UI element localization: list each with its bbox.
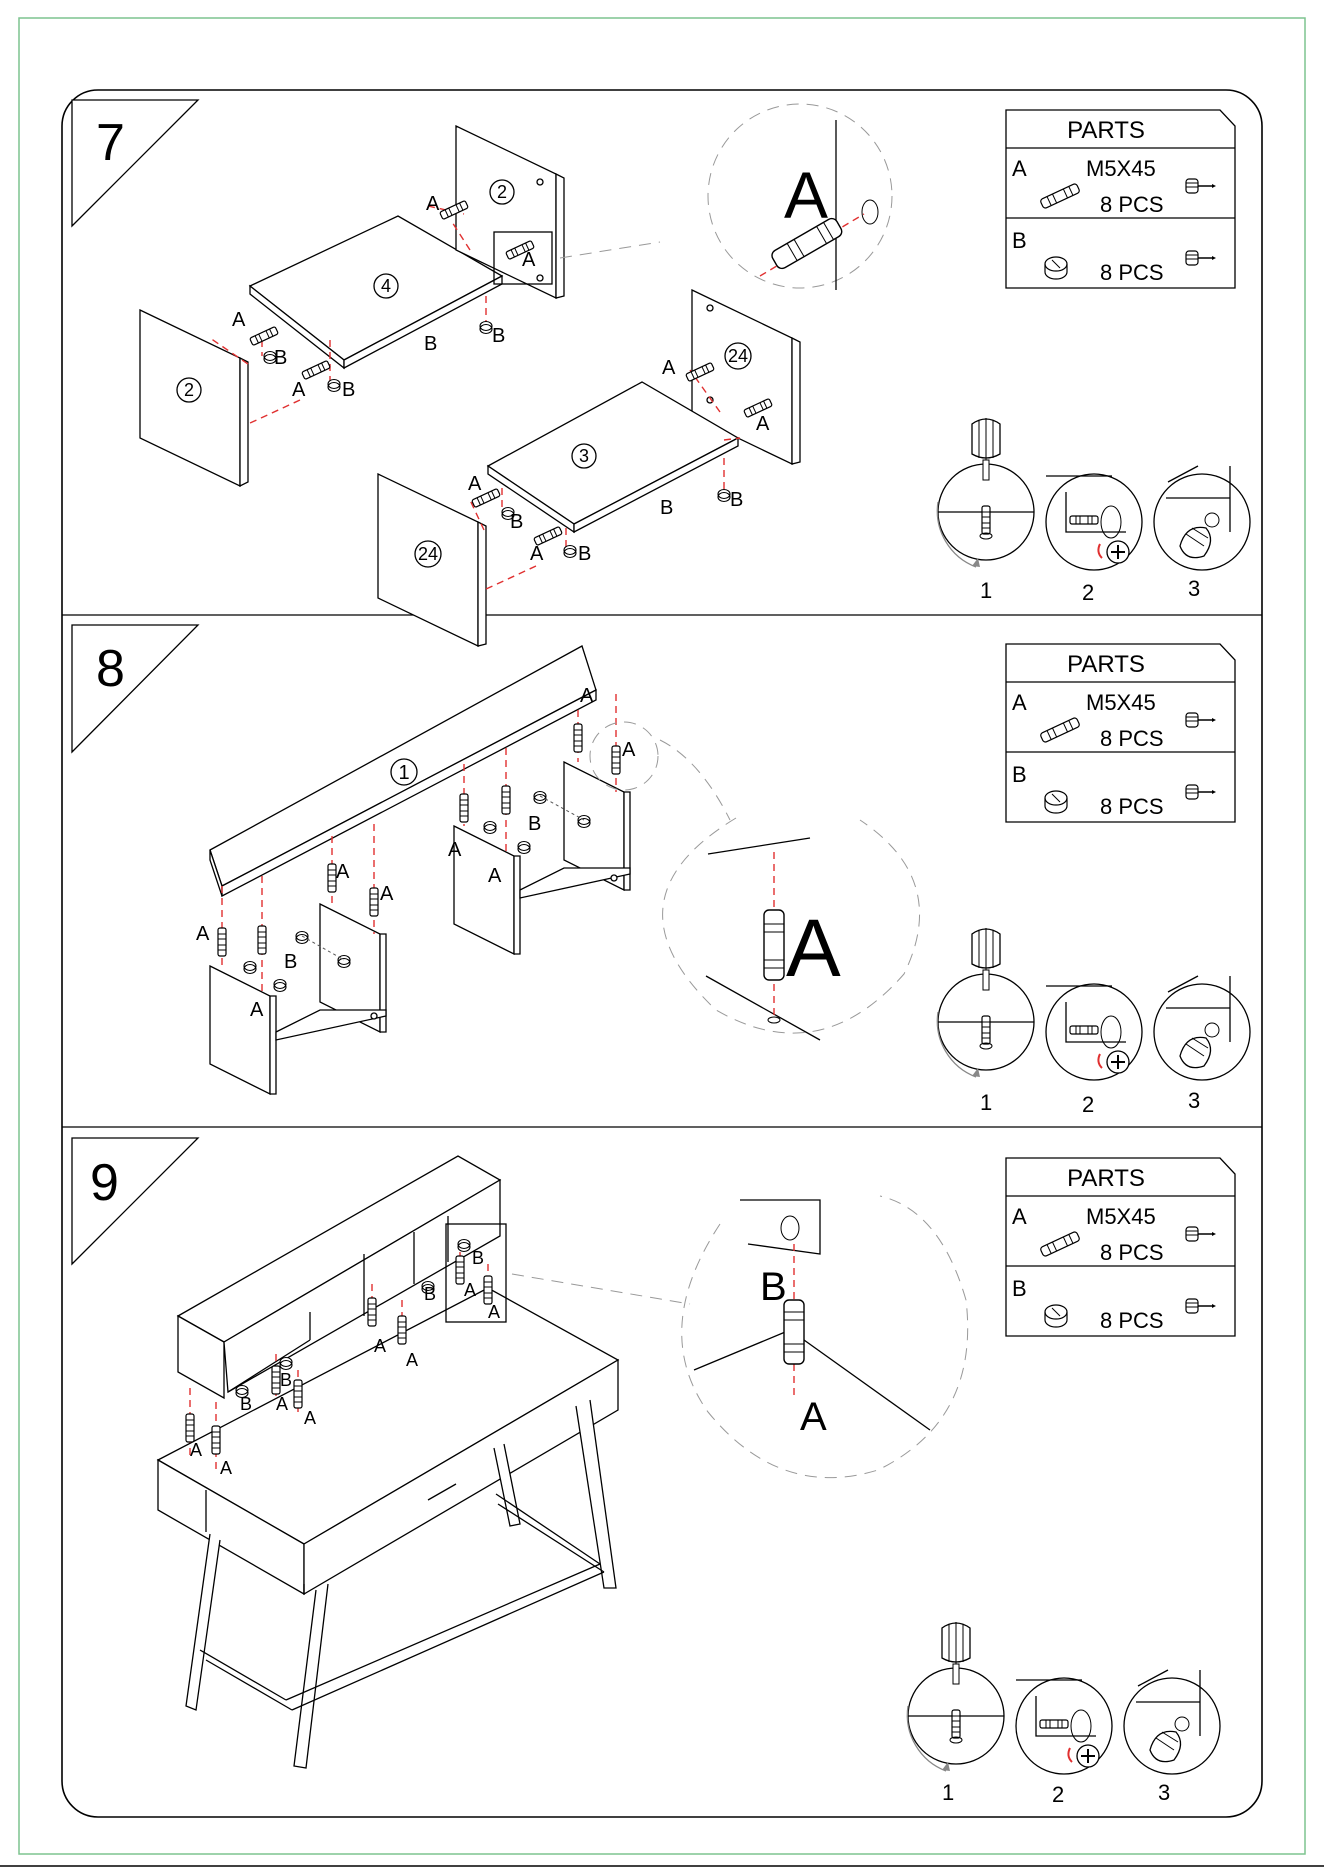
right-hutch-module <box>454 762 630 954</box>
tool-step-number: 3 <box>1158 1780 1170 1805</box>
parts-title: PARTS <box>1067 117 1145 144</box>
panel-label: 4 <box>381 276 391 296</box>
tool-step-number: 1 <box>980 578 992 603</box>
part-letter: A <box>1012 156 1027 181</box>
part-spec: M5X45 <box>1086 156 1156 181</box>
label-a: A <box>468 473 482 495</box>
zoom-detail-8: A <box>660 740 920 1040</box>
label-b: B <box>342 379 355 401</box>
label-b: B <box>284 951 297 973</box>
part-qty: 8 PCS <box>1100 1240 1164 1265</box>
label-b: B <box>528 813 541 835</box>
part-qty: 8 PCS <box>1100 794 1164 819</box>
panel-label: 2 <box>497 182 507 202</box>
label-b: B <box>492 325 505 347</box>
label-b: B <box>730 489 743 511</box>
zoom-label-a: A <box>800 1395 827 1439</box>
tool-step-number: 3 <box>1188 1088 1200 1113</box>
label-b: B <box>280 1370 292 1390</box>
label-a: A <box>530 543 544 565</box>
label-a: A <box>426 193 440 215</box>
label-a: A <box>374 1336 386 1356</box>
label-a: A <box>488 865 502 887</box>
parts-table-8: PARTS A M5X45 8 PCS B 8 PCS <box>1006 644 1235 822</box>
part-qty: 8 PCS <box>1100 726 1164 751</box>
parts-table-9: PARTS A M5X45 8 PCS B 8 PCS <box>1006 1158 1235 1336</box>
label-a: A <box>336 861 350 883</box>
label-a: A <box>304 1408 316 1428</box>
tool-sequence-7: 1 2 3 <box>937 418 1250 605</box>
panel-label: 1 <box>398 762 409 784</box>
part-spec: M5X45 <box>1086 1204 1156 1229</box>
part-letter: A <box>1012 1204 1027 1229</box>
panel-label: 3 <box>579 446 589 466</box>
tool-step-number: 1 <box>980 1090 992 1115</box>
label-a: A <box>276 1394 288 1414</box>
step-9-number: 9 <box>90 1154 119 1212</box>
tool-step-number: 1 <box>942 1780 954 1805</box>
zoom-label: A <box>784 158 828 232</box>
step-7: 7 2 4 2 <box>72 100 1250 646</box>
label-a: A <box>250 999 264 1021</box>
part-qty: 8 PCS <box>1100 192 1164 217</box>
zoom-detail-7: A <box>560 104 892 290</box>
label-a: A <box>380 883 394 905</box>
label-a: A <box>406 1350 418 1370</box>
tool-step-number: 2 <box>1082 1092 1094 1117</box>
tool-step-number: 2 <box>1052 1782 1064 1807</box>
label-b: B <box>578 543 591 565</box>
label-b: B <box>240 1394 252 1414</box>
parts-title: PARTS <box>1067 1165 1145 1192</box>
part-letter: B <box>1012 762 1027 787</box>
part-letter: B <box>1012 1276 1027 1301</box>
label-a: A <box>190 1440 202 1460</box>
step-7-badge <box>72 100 198 226</box>
label-b: B <box>510 511 523 533</box>
parts-table-7: PARTS A M5X45 8 PCS B 8 PCS <box>1006 110 1235 288</box>
label-a: A <box>488 1302 500 1322</box>
label-a: A <box>522 249 536 271</box>
side-panel-24-left: 24 <box>378 474 486 646</box>
tool-sequence-9: 1 2 3 <box>907 1622 1220 1807</box>
tool-step-number: 2 <box>1082 580 1094 605</box>
panel-label: 24 <box>728 346 748 366</box>
zoom-label-b: B <box>760 1265 787 1309</box>
label-a: A <box>622 739 636 761</box>
label-a: A <box>756 413 770 435</box>
label-b: B <box>472 1248 484 1268</box>
tool-sequence-8: 1 2 3 <box>937 928 1250 1117</box>
part-letter: B <box>1012 228 1027 253</box>
part-qty: 8 PCS <box>1100 260 1164 285</box>
part-letter: A <box>1012 690 1027 715</box>
label-b: B <box>660 497 673 519</box>
label-a: A <box>196 923 210 945</box>
label-a: A <box>662 357 676 379</box>
step-8-number: 8 <box>96 640 125 698</box>
top-board-1: 1 <box>210 646 596 896</box>
label-a: A <box>232 309 246 331</box>
parts-title: PARTS <box>1067 651 1145 678</box>
label-b: B <box>274 347 287 369</box>
label-a: A <box>448 839 462 861</box>
panel-label: 2 <box>184 380 194 400</box>
part-qty: 8 PCS <box>1100 1308 1164 1333</box>
step-7-number: 7 <box>96 114 125 172</box>
step-9: 9 <box>72 1138 1235 1807</box>
side-panel-2-left: 2 <box>140 310 248 486</box>
label-b: B <box>424 333 437 355</box>
label-a: A <box>580 685 594 707</box>
panel-label: 24 <box>418 544 438 564</box>
label-b: B <box>424 1284 436 1304</box>
tool-step-number: 3 <box>1188 576 1200 601</box>
zoom-label: A <box>786 903 841 994</box>
label-a: A <box>464 1280 476 1300</box>
label-a: A <box>220 1458 232 1478</box>
step-8: 8 1 <box>72 625 1250 1117</box>
label-a: A <box>292 379 306 401</box>
part-spec: M5X45 <box>1086 690 1156 715</box>
step-8-badge <box>72 625 198 752</box>
